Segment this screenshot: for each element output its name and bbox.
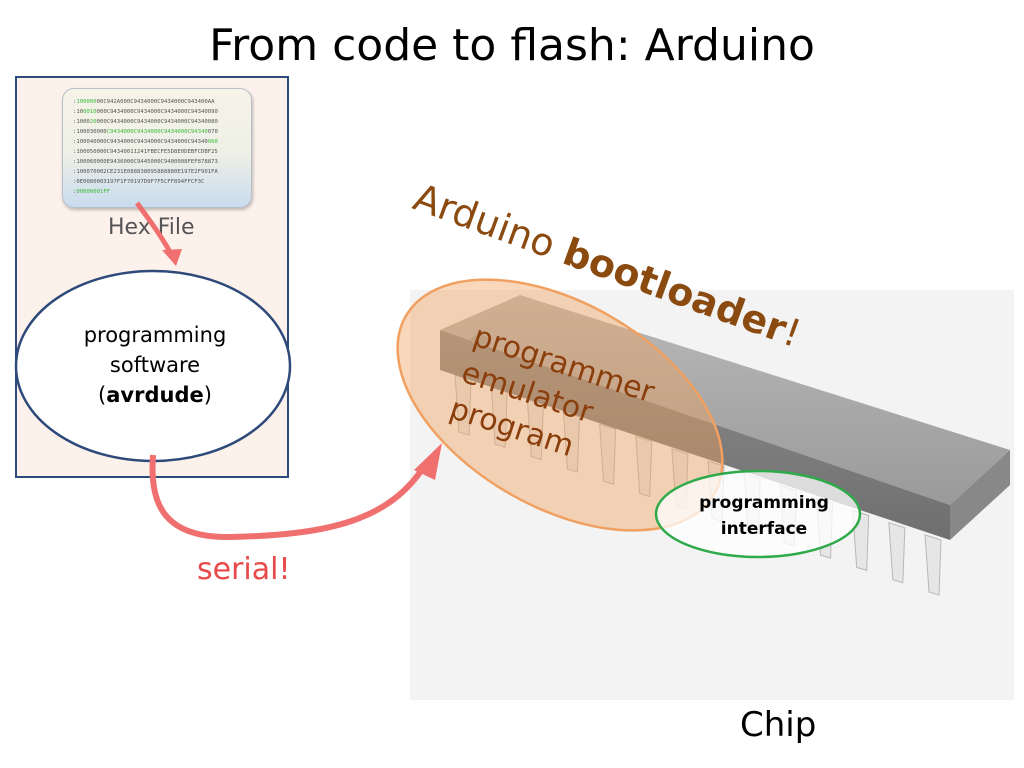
programming-software-line2: software (109, 353, 201, 377)
hex-segment-highlight: 20 (89, 119, 97, 125)
programming-software-line3: (avrdude) (40, 380, 270, 410)
hex-file-preview: :10000000C942A000C9434000C9434000C943400… (62, 88, 252, 208)
avrdude-label: avrdude (106, 383, 204, 407)
close-paren: ) (203, 383, 212, 407)
chip-label: Chip (740, 705, 817, 745)
hex-segment: :100050000C94340011241FBECFE5D8E0DEBFCDB… (73, 149, 218, 155)
programming-software-line1: programming (83, 323, 227, 347)
hex-segment: :100060000E9436000C9445000C9400008FEF878… (73, 159, 218, 165)
chip-body-top (440, 295, 1010, 505)
serial-label: serial! (197, 552, 291, 587)
hex-line: :100060000E9436000C9445000C9400008FEF878… (73, 157, 218, 167)
hex-file-lines: :10000000C942A000C9434000C9434000C943400… (73, 97, 218, 197)
chip-notch-dot (471, 335, 489, 345)
programming-software-text: programming software (avrdude) (40, 320, 270, 410)
hex-segment: :100070002CE231E088838095888880E197E2F90… (73, 169, 218, 175)
chip-pin (888, 521, 906, 584)
hex-segment: :10 (73, 109, 84, 115)
hex-line: :100030000C9434000C9434000C9434000C94340… (73, 127, 218, 137)
chip-body-end (950, 450, 1010, 540)
hex-segment: :100040000C9434000C9434000C9434000C94340 (73, 139, 208, 145)
hex-line: :100020000C9434000C9434000C9434000C94340… (73, 117, 218, 127)
chip-pin (562, 411, 580, 473)
hex-segment: : (73, 189, 77, 195)
serial-arrowhead (414, 443, 442, 480)
programming-interface-text: programming interface (666, 490, 862, 542)
chip-pin (526, 398, 544, 461)
hex-line: :00000001FF (73, 187, 218, 197)
hex-segment: :0E0080003197F1F70197D9F7F5CFF894FFCF3C (73, 179, 205, 185)
hex-line: :0E0080003197F1F70197D9F7F5CFF894FFCF3C (73, 177, 218, 187)
hex-segment-highlight: C9434000C9434000C9434000C94340 (106, 129, 208, 135)
hex-segment-highlight: 0010 (83, 109, 97, 115)
hex-segment-highlight: 00000001FF (76, 189, 111, 195)
hex-segment: 000C9434000C9434000C9434000C94340080 (96, 119, 218, 125)
open-paren: ( (98, 383, 107, 407)
hex-line: :100040000C9434000C9434000C9434000C94340… (73, 137, 218, 147)
hex-line: :10000000C942A000C9434000C9434000C943400… (73, 97, 218, 107)
interface-line2: interface (720, 519, 808, 539)
hex-segment: :100030000 (73, 129, 107, 135)
chip-pin (635, 435, 653, 498)
hex-line: :100070002CE231E088838095888880E197E2F90… (73, 167, 218, 177)
hex-to-software-arrow (134, 201, 173, 254)
hex-segment: : (73, 99, 77, 105)
hex-segment: :1000 (73, 119, 90, 125)
interface-line1: programming (699, 493, 829, 513)
slide-title: From code to flash: Arduino (209, 20, 815, 71)
chip-pin (490, 386, 508, 448)
hex-line: :100010000C9434000C9434000C9434000C94340… (73, 107, 218, 117)
hex-segment: 000C9434000C9434000C9434000C94340090 (96, 109, 218, 115)
hex-segment: 070 (207, 129, 218, 135)
hex-segment-highlight: 060 (207, 139, 218, 145)
chip-pin (599, 423, 617, 485)
hex-to-software-arrowhead (162, 249, 182, 266)
interface-ellipse (654, 469, 862, 559)
serial-arrow (149, 454, 428, 541)
hex-line: :100050000C94340011241FBECFE5D8E0DEBFCDB… (73, 147, 218, 157)
hex-segment: 00C942A000C9434000C9434000C943400AA (96, 99, 215, 105)
chip-pin (924, 534, 942, 596)
hex-segment-highlight: 100000 (76, 99, 97, 105)
